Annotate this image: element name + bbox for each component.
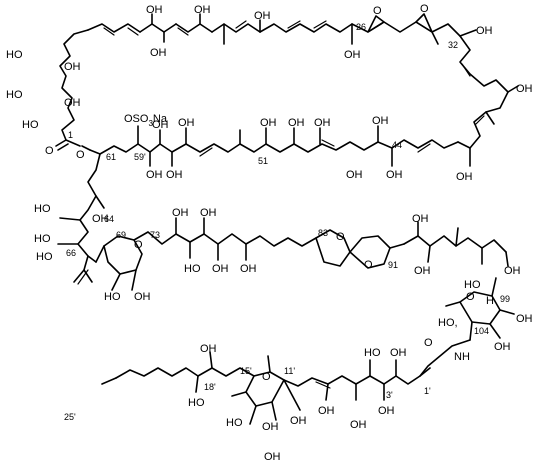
carbon-number-66: 66 — [66, 248, 76, 258]
label-oh: OH — [166, 169, 183, 181]
label-oh: OH — [504, 265, 521, 277]
carbon-number-64: 64 — [104, 214, 114, 224]
label-oh: OH — [476, 25, 493, 37]
carbon-number-26: 26 — [356, 22, 366, 32]
carbon-number-32: 32 — [448, 40, 458, 50]
label-oh: OH — [240, 263, 257, 275]
label-ho: HO — [188, 397, 205, 409]
label-oh: OH — [254, 10, 271, 22]
carbon-number-73: 73 — [150, 230, 160, 240]
label-oh: OH — [386, 169, 403, 181]
label-nh: NH — [454, 351, 470, 363]
label-oh: OH — [350, 419, 367, 431]
carbon-number-99: 99 — [500, 294, 510, 304]
label-oh: OH — [456, 171, 473, 183]
carbon-number-69: 69 — [116, 230, 126, 240]
carbon-number-51: 51 — [258, 156, 268, 166]
label-ho: HO — [464, 279, 481, 291]
label-ho: HO — [6, 89, 23, 101]
label-oh: OH — [288, 117, 305, 129]
label-ho: HO — [22, 119, 39, 131]
label-oh: OH — [372, 115, 389, 127]
label-oh: OH — [146, 169, 163, 181]
label-o: O — [262, 371, 271, 383]
label-oh: OH — [516, 83, 533, 95]
label-oh: OH — [516, 313, 533, 325]
label-oh: OH — [412, 213, 429, 225]
label-oh: OH — [262, 421, 279, 433]
bond-skeleton — [55, 13, 519, 425]
label-oh: OH — [200, 207, 217, 219]
label-oh: OH — [146, 4, 163, 16]
label-o: O — [134, 239, 143, 251]
label-oh: OH — [390, 347, 407, 359]
label-o: O — [373, 5, 382, 17]
atom-labels: OH OH OH OH 26 OH O O 32 OH OH OH HO OH … — [6, 3, 533, 463]
label-oh: OH — [64, 97, 81, 109]
sulfate-group: OSO3Na — [124, 113, 168, 128]
label-oh: OH — [378, 405, 395, 417]
label-oh: OH — [494, 341, 511, 353]
label-oh: OH — [344, 49, 361, 61]
label-ho: HO — [226, 417, 243, 429]
carbon-number-61: 61 — [106, 152, 116, 162]
carbon-number-1: 1 — [68, 130, 73, 140]
label-ho: HO — [34, 203, 51, 215]
label-oh: OH — [346, 169, 363, 181]
label-o: O — [420, 3, 429, 15]
label-oh: OH — [172, 207, 189, 219]
label-o: O — [76, 149, 85, 161]
label-o: O — [424, 337, 433, 349]
carbon-number-44: 44 — [392, 140, 402, 150]
label-oh: OH — [150, 47, 167, 59]
label-oh: OH — [134, 291, 151, 303]
label-ho: HO — [104, 291, 121, 303]
carbon-number-83: 83 — [318, 228, 328, 238]
label-oh: OH — [264, 451, 281, 463]
label-h: H — [486, 295, 494, 307]
carbon-number-15-prime: 15' — [240, 366, 252, 376]
carbon-number-25-prime: 25' — [64, 412, 76, 422]
label-oh: OH — [178, 117, 195, 129]
carbon-number-59: 59' — [134, 152, 146, 162]
label-oh: OH — [212, 263, 229, 275]
label-oh: OH — [414, 265, 431, 277]
label-ho: HO — [36, 251, 53, 263]
label-ho-anomeric: HO, — [438, 317, 458, 329]
carbon-number-11-prime: 11' — [284, 366, 295, 376]
label-oh: OH — [314, 117, 331, 129]
label-o: O — [45, 145, 54, 157]
label-o: O — [364, 259, 373, 271]
label-ho: HO — [34, 233, 51, 245]
label-oh: OH — [152, 119, 169, 131]
label-o: O — [466, 291, 475, 303]
label-o: O — [336, 231, 345, 243]
label-ho: HO — [364, 347, 381, 359]
label-ho: HO — [6, 49, 23, 61]
label-oh: OH — [200, 343, 217, 355]
label-ho: HO — [184, 263, 201, 275]
label-oh: OH — [92, 213, 109, 225]
carbon-number-1-prime: 1' — [424, 386, 431, 396]
carbon-number-18-prime: 18' — [204, 382, 216, 392]
label-oh: OH — [260, 117, 277, 129]
label-oh: OH — [290, 415, 307, 427]
carbon-number-104: 104 — [474, 326, 489, 336]
carbon-number-91: 91 — [388, 260, 398, 270]
label-oh: OH — [318, 405, 335, 417]
label-oh: OH — [64, 61, 81, 73]
label-oh: OH — [194, 4, 211, 16]
carbon-number-3-prime: 3' — [386, 390, 393, 400]
